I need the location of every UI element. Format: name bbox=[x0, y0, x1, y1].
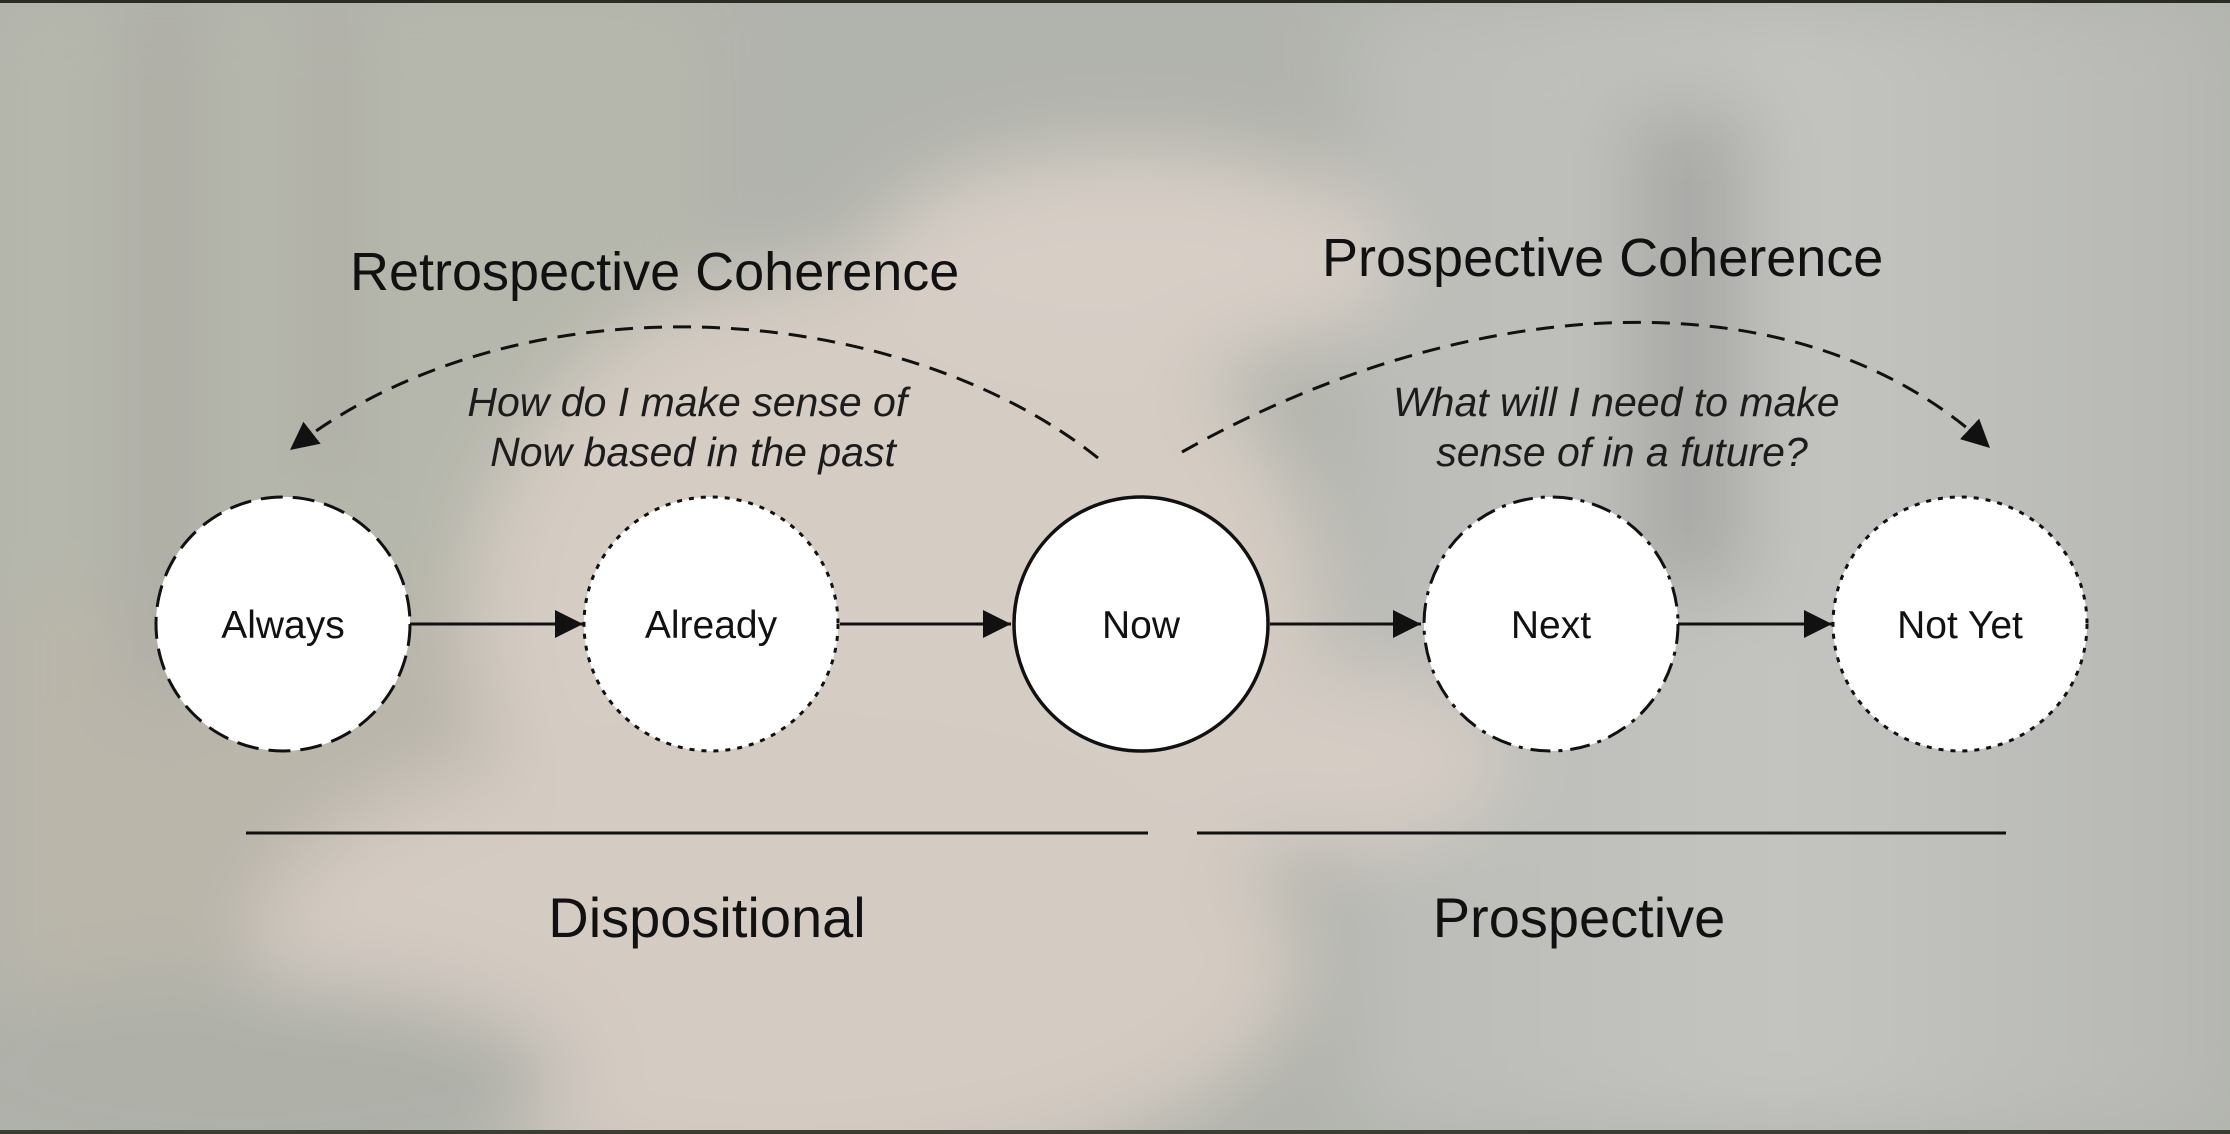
prospective-question: What will I need to make sense of in a f… bbox=[1393, 379, 1851, 475]
retrospective-question-line-2: Now based in the past bbox=[490, 429, 897, 475]
node-already-label: Already bbox=[645, 604, 778, 647]
prospective-coherence-heading: Prospective Coherence bbox=[1322, 228, 1883, 288]
retrospective-coherence-heading: Retrospective Coherence bbox=[350, 242, 959, 302]
node-now-label: Now bbox=[1102, 604, 1181, 647]
prospective-label: Prospective bbox=[1433, 886, 1726, 949]
prospective-question-line-2: sense of in a future? bbox=[1436, 429, 1808, 475]
node-next-label: Next bbox=[1511, 604, 1591, 647]
node-next: Next bbox=[1422, 495, 1680, 753]
node-now: Now bbox=[1012, 495, 1270, 753]
retrospective-question: How do I make sense of Now based in the … bbox=[467, 379, 918, 475]
bottom-border bbox=[0, 1130, 2230, 1134]
retrospective-curved-arrow bbox=[289, 325, 1099, 460]
node-not-yet: Not Yet bbox=[1831, 495, 2089, 753]
node-not-yet-label: Not Yet bbox=[1897, 604, 2023, 647]
node-already: Already bbox=[582, 495, 840, 753]
top-border bbox=[0, 0, 2230, 3]
dispositional-label: Dispositional bbox=[548, 886, 866, 949]
node-always: Always bbox=[154, 495, 412, 753]
prospective-question-line-1: What will I need to make bbox=[1393, 379, 1840, 425]
retrospective-question-line-1: How do I make sense of bbox=[467, 379, 910, 425]
node-always-label: Always bbox=[221, 604, 345, 647]
